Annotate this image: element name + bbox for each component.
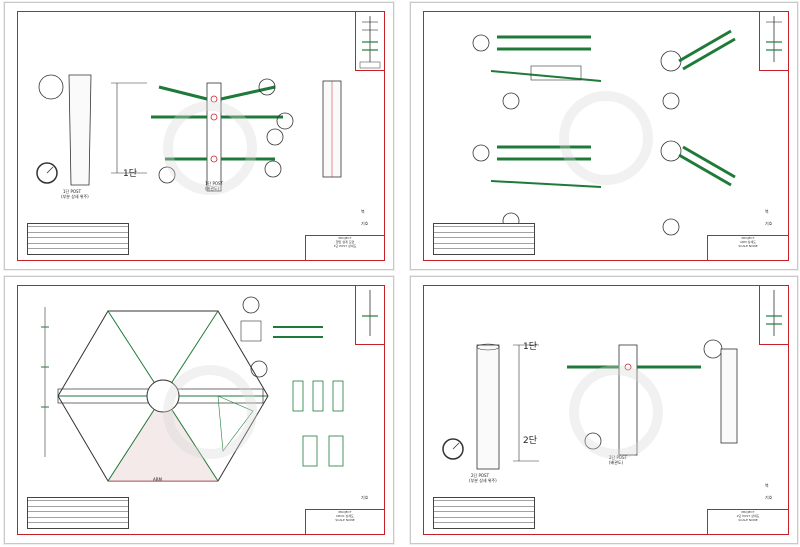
center-label: ARM xyxy=(153,477,162,482)
scale-mark: 기호 xyxy=(765,495,773,500)
section-details xyxy=(240,296,344,467)
watermark-logo xyxy=(163,365,257,459)
material-table xyxy=(27,223,129,255)
legend-box xyxy=(355,11,385,71)
right-post xyxy=(322,80,342,178)
arm-assembly xyxy=(567,344,701,456)
base-detail-circle xyxy=(36,162,58,184)
arm-label-1: 1단 xyxy=(523,342,538,352)
drawing-sheet-1: 1단 POST (부분 상세 위주) 1단 1단 POST (배관도) xyxy=(4,2,394,270)
post-label-2: 1단 POST xyxy=(205,181,224,186)
left-post-strip xyxy=(41,307,49,457)
post-label: 2단 POST xyxy=(471,473,490,478)
post-sublabel: (부분 상세 위주) xyxy=(61,194,89,199)
legend-box xyxy=(355,285,385,345)
scale-mark: 기호 xyxy=(765,221,773,226)
post-sublabel: (부분 상세 위주) xyxy=(469,478,497,483)
legend-box xyxy=(759,285,789,345)
material-table xyxy=(27,497,129,529)
post-sublabel-2: (배관도) xyxy=(205,186,220,191)
drawing-sheet-2: PROJECT ARM 상세도 SCALE NONE 기호 북 xyxy=(410,2,798,270)
legend-box xyxy=(759,11,789,71)
post-label: 1단 POST xyxy=(63,189,82,194)
dimension-lines xyxy=(111,82,147,174)
arm-detail-upper xyxy=(472,29,736,110)
arm-detail-lower xyxy=(472,140,736,236)
post-label-2: 2단 POST xyxy=(609,455,628,460)
base-detail-circle xyxy=(442,438,464,460)
scale-mark: 기호 xyxy=(361,495,369,500)
deck-plan xyxy=(57,310,269,482)
dimension-lines xyxy=(513,344,539,462)
post-plan-circle xyxy=(38,74,64,100)
material-table xyxy=(433,223,535,255)
north-mark: 북 xyxy=(765,483,769,488)
material-table xyxy=(433,497,535,529)
sheet-border xyxy=(17,11,385,261)
watermark-logo xyxy=(559,91,653,185)
title-block: PROJECT ARM 상세도 SCALE NONE xyxy=(707,235,789,261)
scale-mark: 기호 xyxy=(361,221,369,226)
north-mark: 북 xyxy=(765,209,769,214)
title-block: PROJECT DECK 상세도 SCALE NONE xyxy=(305,509,385,535)
post-elevation xyxy=(68,74,92,186)
title-block: PROJECT 2단 POST 상세도 SCALE NONE xyxy=(707,509,789,535)
sheet-border xyxy=(17,285,385,535)
arm-assembly xyxy=(151,82,283,192)
sheet-border xyxy=(423,285,789,535)
sheet-border xyxy=(423,11,789,261)
north-mark: 북 xyxy=(361,209,365,214)
arm-label-2: 2단 xyxy=(523,436,538,446)
detail-circles xyxy=(158,78,294,184)
watermark-logo xyxy=(569,365,663,459)
drawing-sheet-3: ARM PROJECT DECK 상세도 SCALE NONE 기호 xyxy=(4,276,394,544)
arm-label: 1단 xyxy=(123,169,138,179)
post-sublabel-2: (배관도) xyxy=(609,460,624,465)
watermark-logo xyxy=(163,101,257,195)
drawing-sheet-4: 2단 POST (부분 상세 위주) 1단 2단 2단 POST (배관도) P… xyxy=(410,276,798,544)
post-elevation xyxy=(476,343,500,470)
title-block: PROJECT 철탑 설계 도면 1단 POST 상세도 xyxy=(305,235,385,261)
right-post xyxy=(720,348,738,444)
